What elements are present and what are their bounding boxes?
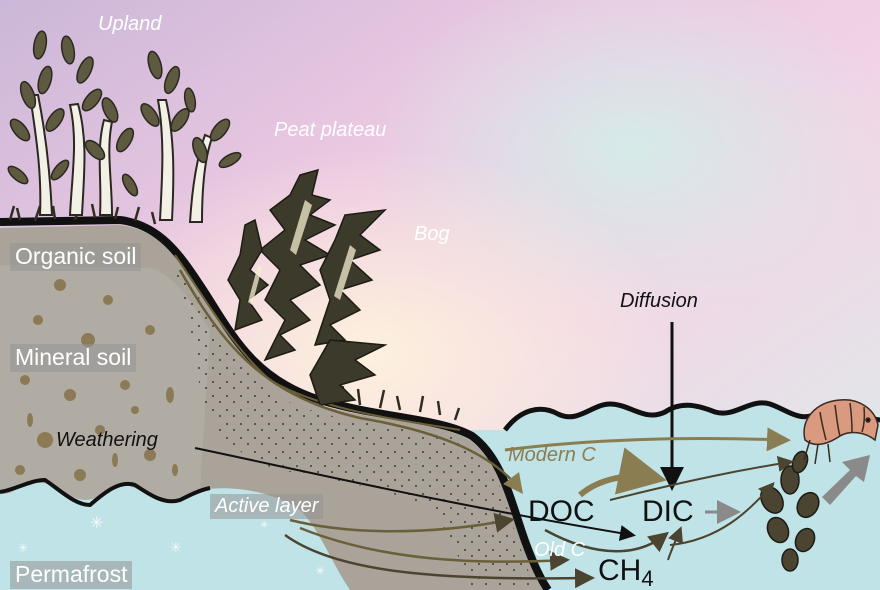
modern-c-label: Modern C [508, 445, 596, 465]
ch4-label: CH4 [598, 556, 654, 590]
svg-text:✳: ✳ [260, 520, 268, 531]
doc-label: DOC [528, 497, 595, 527]
ch4-base: CH [598, 554, 641, 587]
svg-text:✳: ✳ [170, 540, 182, 556]
ch4-subscript: 4 [641, 566, 653, 590]
svg-text:✳: ✳ [18, 541, 28, 555]
diffusion-label: Diffusion [620, 291, 698, 311]
weathering-label: Weathering [56, 430, 158, 450]
svg-text:✳: ✳ [315, 564, 325, 578]
mineral-soil-label: Mineral soil [10, 344, 136, 372]
old-c-label: Old C [534, 540, 585, 560]
organic-soil-label: Organic soil [10, 243, 141, 271]
bog-label: Bog [414, 224, 450, 244]
peat-plateau-label: Peat plateau [274, 120, 386, 140]
active-layer-label: Active layer [210, 494, 323, 519]
permafrost-label: Permafrost [10, 561, 132, 589]
dic-label: DIC [642, 497, 694, 527]
svg-text:✳: ✳ [90, 513, 103, 532]
upland-label: Upland [98, 14, 161, 34]
